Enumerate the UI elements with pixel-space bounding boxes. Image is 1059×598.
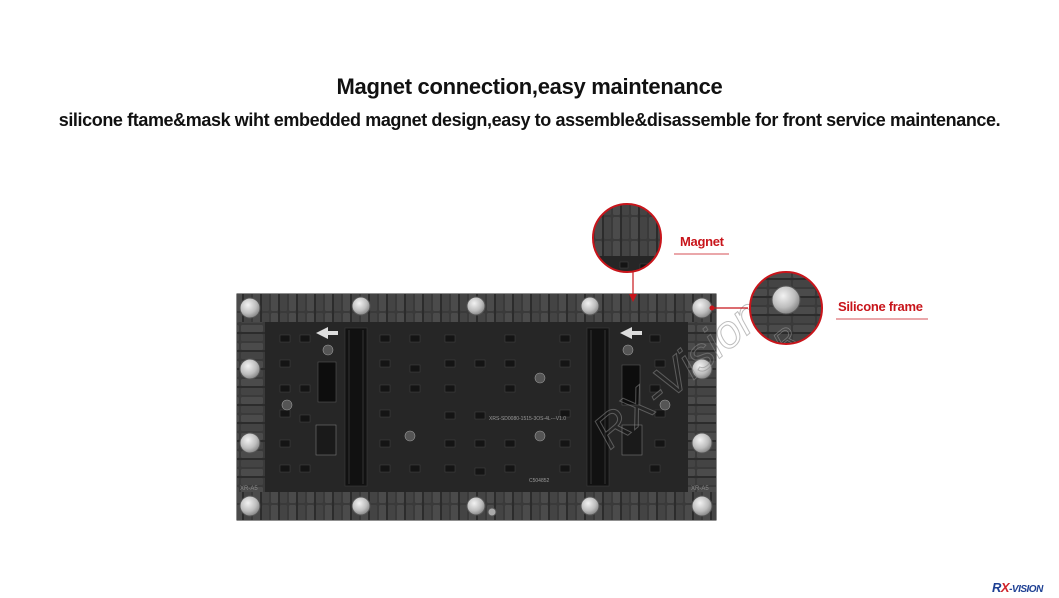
frame-mark-right: XR-A5 bbox=[691, 486, 709, 492]
page-title: Magnet connection,easy maintenance bbox=[336, 74, 723, 99]
silicone-frame-label: Silicone frame bbox=[838, 299, 923, 314]
silicone-frame-callout: R bbox=[709, 271, 928, 345]
page-subtitle: silicone ftame&mask wiht embedded magnet… bbox=[58, 110, 1001, 130]
brand-logo-r: R bbox=[992, 580, 1001, 595]
pcb-board: XRS-SD0080-1515-3OS-4L---V1.0 C504852 XR… bbox=[240, 322, 709, 492]
magnet-label: Magnet bbox=[680, 234, 724, 249]
brand-logo-x: X bbox=[1000, 580, 1010, 595]
magnet-callout bbox=[592, 203, 729, 302]
pcb-model-text: XRS-SD0080-1515-3OS-4L---V1.0 bbox=[489, 416, 566, 422]
magnets bbox=[239, 296, 713, 517]
brand-logo: RX-VISION bbox=[992, 580, 1043, 595]
frame-mark-left: XR-A5 bbox=[240, 486, 258, 492]
pcb-code-text: C504852 bbox=[529, 478, 550, 484]
brand-logo-rest: -VISION bbox=[1009, 584, 1043, 595]
